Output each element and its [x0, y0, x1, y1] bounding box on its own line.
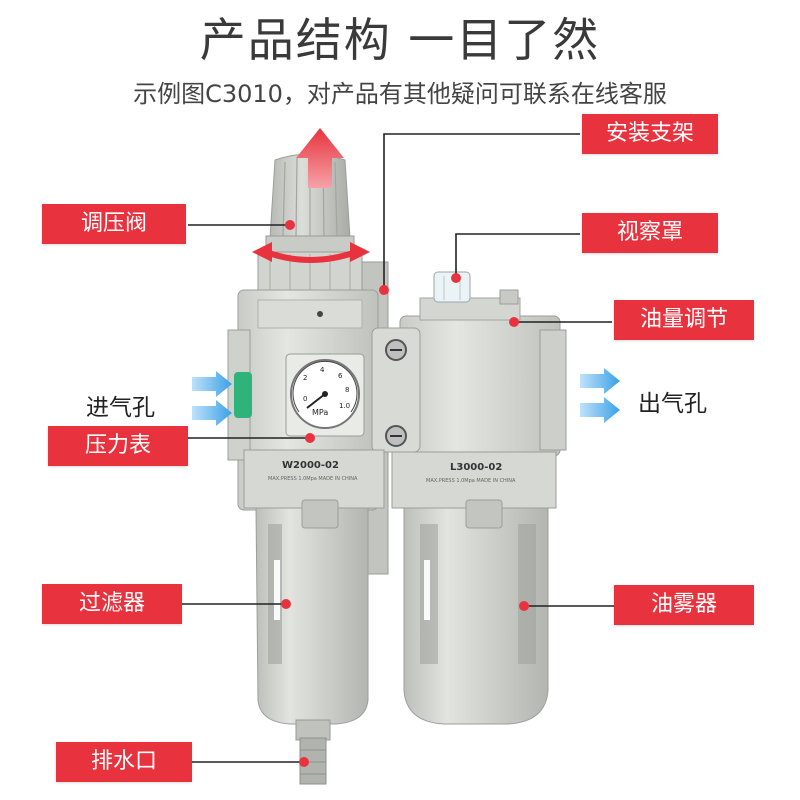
filter-small-print: MAX.PRESS 1.0Mpa MADE IN CHINA [268, 476, 358, 482]
leader-lines [182, 133, 614, 763]
gauge-scale-8: 8 [345, 386, 350, 394]
inlet-arrows-icon [192, 371, 232, 426]
leader-dots [281, 220, 529, 767]
lubricator-lower-header [391, 451, 557, 509]
lubricator-body [371, 289, 567, 457]
outlet-arrows-icon [580, 368, 620, 423]
callout-sight-dome: 视察罩 [582, 213, 718, 253]
adjust-up-arrow-icon [296, 128, 344, 188]
label-air-outlet: 出气孔 [638, 391, 707, 417]
gauge-scale-6: 6 [338, 372, 343, 380]
label-air-inlet: 进气孔 [86, 395, 155, 421]
callout-regulator-valve: 调压阀 [42, 204, 186, 244]
gauge-scale-10: 1.0 [339, 402, 351, 410]
page-subtitle: 示例图C3010，对产品有其他疑问可联系在线客服 [133, 80, 667, 108]
page-title: 产品结构 一目了然 [199, 13, 601, 67]
lubricator-bowl [403, 499, 549, 725]
gauge-scale-4: 4 [320, 366, 325, 374]
callout-mount-bracket: 安装支架 [582, 114, 718, 154]
callout-lubricator: 油雾器 [614, 585, 754, 625]
filter-bowl [255, 499, 369, 785]
gauge-scale-2: 2 [303, 374, 308, 382]
rotate-arrow-icon [252, 242, 370, 263]
callout-drain-port: 排水口 [56, 742, 192, 782]
callout-oil-adjust: 油量调节 [614, 300, 754, 340]
pressure-gauge [285, 353, 365, 437]
callout-filter: 过滤器 [42, 584, 182, 624]
sight-dome [433, 271, 471, 303]
lubricator-model-label: L3000-02 [450, 462, 503, 473]
lubricator-small-print: MAX.PRESS 1.0Mpa MADE IN CHINA [426, 478, 516, 484]
filter-model-label: W2000-02 [282, 460, 339, 471]
gauge-scale-0: 0 [303, 395, 308, 403]
gauge-unit: MPa [312, 408, 329, 417]
callout-pressure-gauge: 压力表 [48, 426, 188, 466]
